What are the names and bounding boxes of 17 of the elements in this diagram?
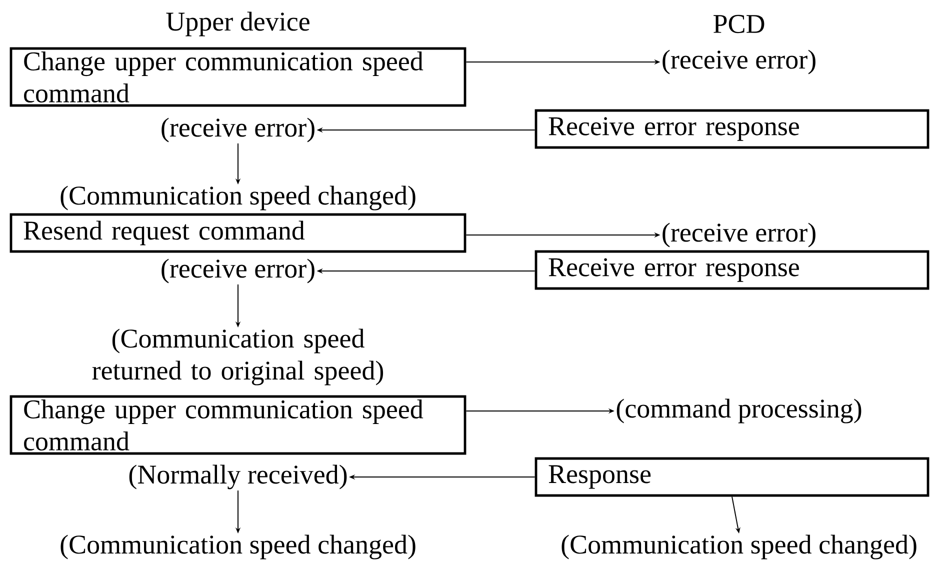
command-box: Receive error response: [534, 109, 930, 149]
status-text: (Communication speed returned to original speed): [92, 328, 384, 386]
status-text: (receive error): [662, 50, 816, 74]
status-text: (receive error): [662, 222, 816, 248]
column-heading: PCD: [714, 14, 764, 34]
status-text: (Communication speed changed): [562, 534, 916, 560]
status-text: (receive error): [162, 258, 314, 284]
status-text: (Communication speed changed): [60, 186, 416, 210]
command-box: Resend request command: [10, 213, 466, 253]
status-text: (command processing): [616, 398, 862, 424]
status-text: (Communication speed changed): [60, 534, 416, 560]
command-box: Change upper communication speed command: [10, 395, 466, 455]
status-text: (receive error): [162, 118, 314, 142]
command-box: Receive error response: [534, 250, 930, 290]
command-box: Change upper communication speed command: [10, 47, 466, 107]
status-text: (Normally received): [129, 464, 347, 490]
command-box: Response: [534, 457, 930, 497]
